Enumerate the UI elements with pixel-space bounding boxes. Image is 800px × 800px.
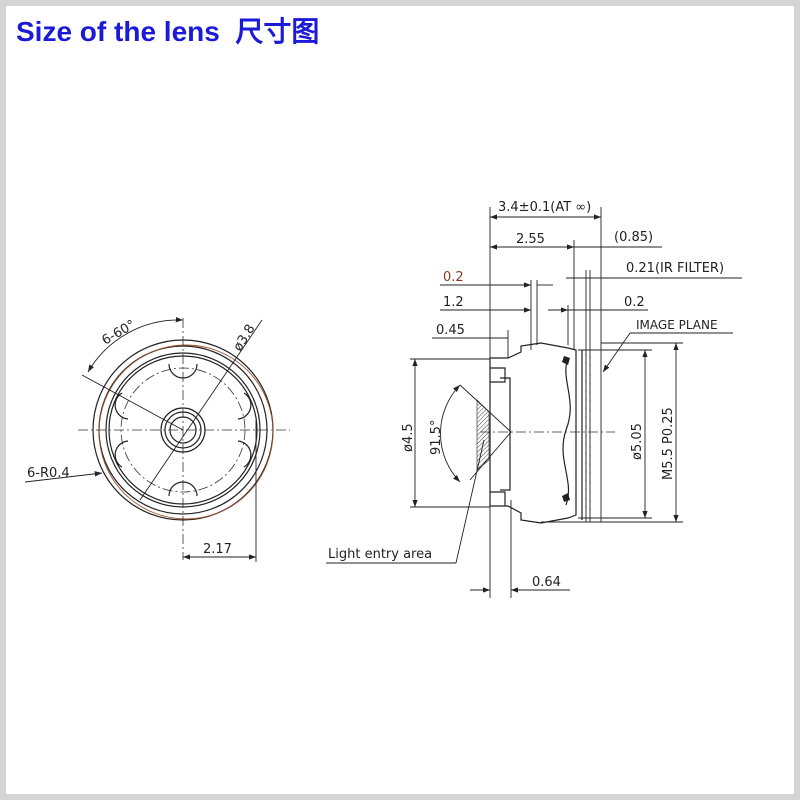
page-title: Size of the lens 尺寸图 bbox=[16, 16, 320, 47]
angle-label: 6-60° bbox=[100, 317, 139, 348]
side-view: 91.5° 3.4±0.1(AT ∞) 2.55 (0.85) 0.21(IR … bbox=[326, 200, 742, 598]
ir-filter-label: 0.21(IR FILTER) bbox=[626, 261, 724, 276]
gap-label-c: 0.2 bbox=[624, 295, 645, 310]
fov-label: 91.5° bbox=[429, 420, 444, 455]
radius-label: 6-R0.4 bbox=[27, 466, 70, 481]
flange-label: 0.64 bbox=[532, 575, 561, 590]
light-entry-label: Light entry area bbox=[328, 547, 432, 562]
thread-label: M5.5 P0.25 bbox=[661, 407, 676, 480]
gap-label-a: 0.2 bbox=[443, 270, 464, 285]
front-label: 0.45 bbox=[436, 323, 465, 338]
front-view: 6-60° ø3.8 6-R0.4 2.17 bbox=[24, 317, 290, 562]
image-plane-label: IMAGE PLANE bbox=[636, 318, 718, 332]
barrel-diameter-label: ø5.05 bbox=[630, 423, 645, 460]
total-length-label: 3.4±0.1(AT ∞) bbox=[498, 200, 591, 215]
diameter-label: ø3.8 bbox=[231, 322, 259, 354]
width-label: 2.17 bbox=[203, 542, 232, 557]
length-label: 2.55 bbox=[516, 232, 545, 247]
gap-label-b: 1.2 bbox=[443, 295, 464, 310]
entry-diameter-label: ø4.5 bbox=[401, 423, 416, 452]
back-focal-label: (0.85) bbox=[614, 230, 653, 245]
